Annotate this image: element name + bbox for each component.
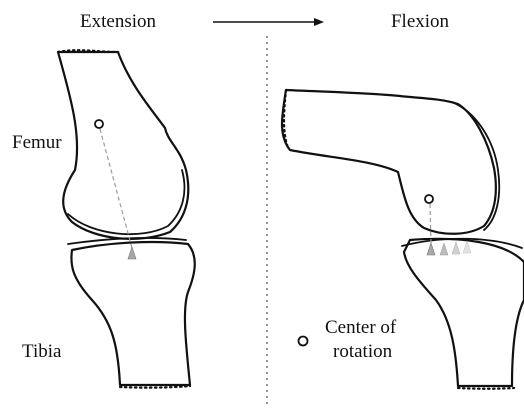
flexion-tibia bbox=[402, 239, 524, 389]
legend-line-2: rotation bbox=[333, 341, 393, 362]
legend: Center of rotation bbox=[299, 317, 397, 362]
extension-femur bbox=[58, 50, 188, 239]
flexion-rotation-center bbox=[425, 195, 433, 203]
femur-label: Femur bbox=[12, 132, 62, 153]
legend-rotation-center-icon bbox=[299, 337, 308, 346]
flexion-femur bbox=[282, 90, 499, 234]
tibia-label: Tibia bbox=[22, 341, 62, 362]
extension-rotation-center bbox=[95, 120, 103, 128]
extension-tibia bbox=[68, 238, 195, 388]
legend-line-1: Center of bbox=[325, 317, 397, 338]
flexion-title: Flexion bbox=[391, 11, 450, 32]
extension-title: Extension bbox=[80, 11, 156, 32]
transition-arrow bbox=[213, 18, 324, 26]
